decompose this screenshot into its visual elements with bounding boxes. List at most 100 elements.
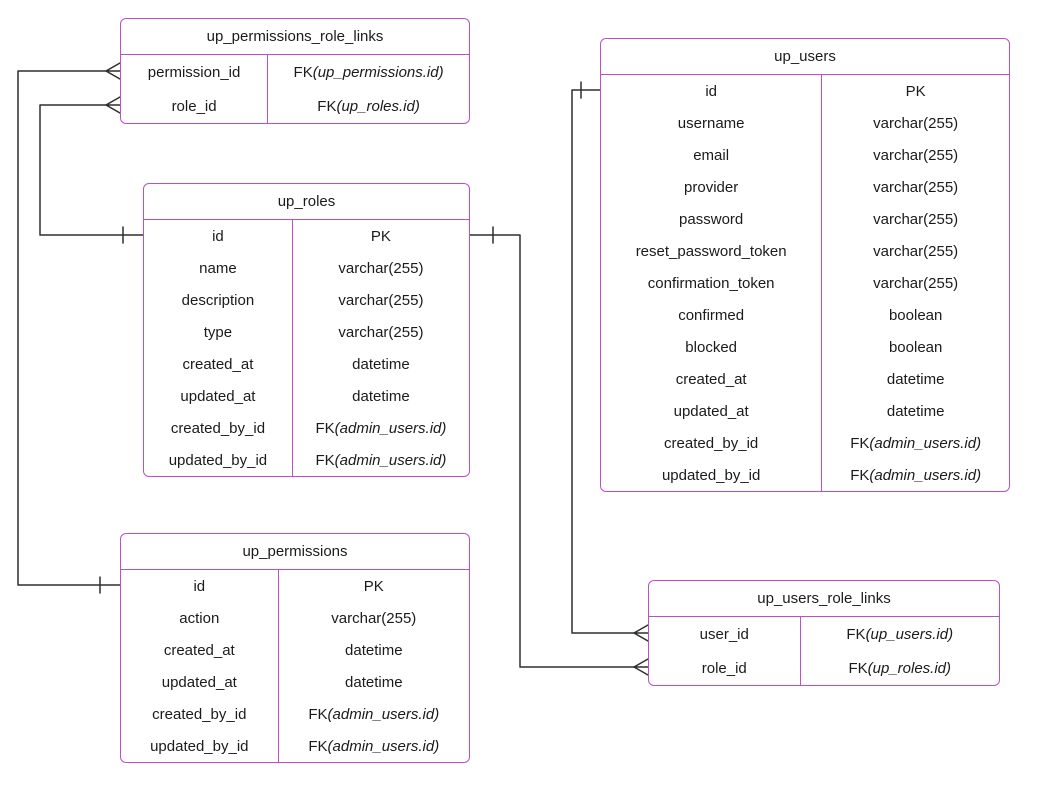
column-type: varchar(255) (291, 284, 469, 316)
column-type: varchar(255) (821, 235, 1009, 267)
column-name: description (181, 291, 255, 309)
column-type: boolean (821, 299, 1009, 331)
column-type: varchar(255) (277, 602, 469, 634)
column-type: PK (277, 570, 469, 602)
column-name: email (693, 146, 730, 164)
column-type: FK (up_users.id) (799, 617, 1000, 651)
column-type: FK (admin_users.id) (821, 427, 1009, 459)
relationship-line (39, 104, 144, 236)
table-row: updated_by_id FK (admin_users.id) (601, 459, 1009, 491)
table-title: up_users (601, 39, 1009, 75)
column-type: varchar(255) (291, 252, 469, 284)
table-row: reset_password_token varchar(255) (601, 235, 1009, 267)
table-row: id PK (144, 220, 469, 252)
column-type: datetime (277, 666, 469, 698)
column-type: FK (up_roles.id) (799, 651, 1000, 685)
column-name: updated_by_id (168, 451, 268, 469)
column-type: datetime (291, 348, 469, 380)
table-row: created_by_id FK (admin_users.id) (601, 427, 1009, 459)
column-name: reset_password_token (635, 242, 787, 260)
column-type: boolean (821, 331, 1009, 363)
column-type: varchar(255) (821, 203, 1009, 235)
table-row: role_id FK (up_roles.id) (649, 651, 999, 685)
table-row: password varchar(255) (601, 203, 1009, 235)
column-type: varchar(255) (821, 107, 1009, 139)
column-name: role_id (171, 97, 217, 115)
table-title: up_roles (144, 184, 469, 220)
column-type: varchar(255) (291, 316, 469, 348)
column-name: created_by_id (170, 419, 266, 437)
column-name: confirmed (678, 306, 745, 324)
column-type: PK (821, 75, 1009, 107)
crows-foot-many-icon (633, 624, 649, 642)
column-name: action (179, 609, 220, 627)
column-name: created_by_id (664, 434, 759, 452)
column-name: created_at (675, 370, 747, 388)
column-name: updated_at (161, 673, 237, 691)
column-type: FK (admin_users.id) (277, 698, 469, 730)
column-type: datetime (291, 380, 469, 412)
table-row: created_at datetime (144, 348, 469, 380)
column-type: FK (up_permissions.id) (267, 55, 469, 89)
table-row: updated_by_id FK (admin_users.id) (144, 444, 469, 476)
column-name: updated_at (180, 387, 256, 405)
column-name: password (679, 210, 744, 228)
relationship-line (571, 89, 635, 634)
column-type: varchar(255) (821, 139, 1009, 171)
table-row: updated_at datetime (601, 395, 1009, 427)
column-name: id (212, 227, 224, 245)
relationship-line (17, 70, 121, 586)
column-name: provider (684, 178, 739, 196)
relationship-rolelink-to-roles-right (469, 226, 649, 676)
table-row: updated_at datetime (144, 380, 469, 412)
column-type: PK (291, 220, 469, 252)
crows-foot-many-icon (633, 658, 649, 676)
crows-foot-many-icon (105, 62, 121, 80)
column-name: name (199, 259, 237, 277)
column-type: varchar(255) (821, 171, 1009, 203)
column-name: blocked (685, 338, 737, 356)
column-type: FK (admin_users.id) (821, 459, 1009, 491)
table-title: up_permissions_role_links (121, 19, 469, 55)
column-name: updated_by_id (150, 737, 249, 755)
table-row: blocked boolean (601, 331, 1009, 363)
column-type: FK (up_roles.id) (267, 89, 469, 123)
crows-foot-many-icon (105, 96, 121, 114)
table-row: description varchar(255) (144, 284, 469, 316)
column-type: datetime (821, 395, 1009, 427)
column-type: FK (admin_users.id) (291, 412, 469, 444)
relationship-userlink-to-users (571, 81, 649, 642)
table-row: role_id FK (up_roles.id) (121, 89, 469, 123)
table-row: updated_at datetime (121, 666, 469, 698)
table-row: username varchar(255) (601, 107, 1009, 139)
relationship-line (469, 234, 635, 668)
column-name: username (677, 114, 745, 132)
column-name: updated_at (673, 402, 749, 420)
column-name: confirmation_token (647, 274, 775, 292)
table-row: created_by_id FK (admin_users.id) (144, 412, 469, 444)
column-name: role_id (701, 659, 747, 677)
column-type: FK (admin_users.id) (291, 444, 469, 476)
column-name: updated_by_id (661, 466, 761, 484)
column-name: created_at (182, 355, 254, 373)
table-row: email varchar(255) (601, 139, 1009, 171)
column-type: varchar(255) (821, 267, 1009, 299)
